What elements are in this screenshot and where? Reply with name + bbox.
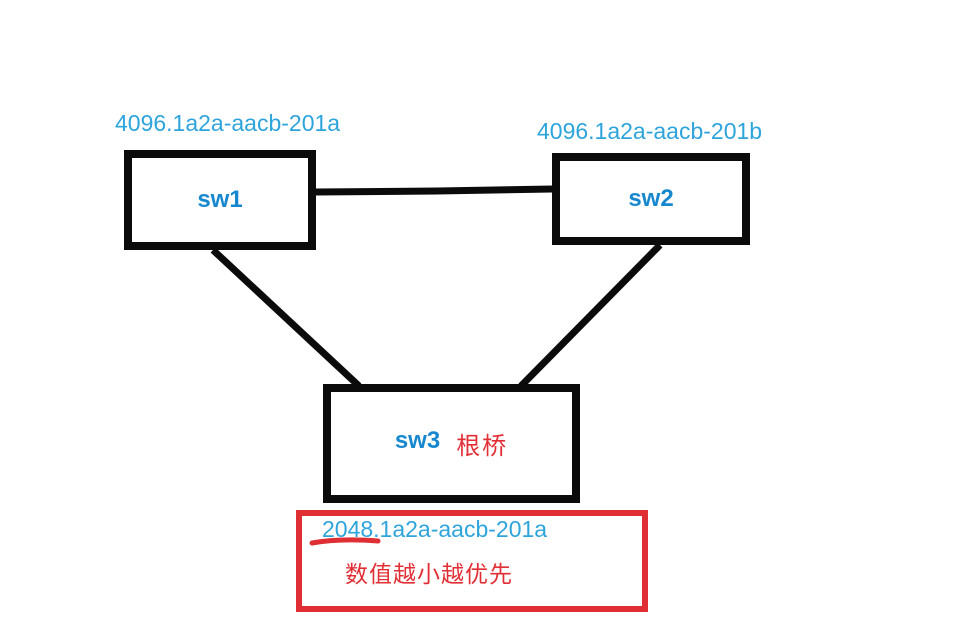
note-box: 2048.1a2a-aacb-201a 数值越小越优先 [296,510,648,612]
node-sw1-label: sw1 [197,186,243,213]
node-sw2-label: sw2 [628,185,674,212]
note-priority-text: 数值越小越优先 [345,561,513,587]
node-sw3: sw3 根桥 [323,384,580,503]
node-sw3-label: sw3 [394,426,441,454]
node-sw2: sw2 [552,153,750,245]
bridge-id-label-sw1: 4096.1a2a-aacb-201a [115,110,341,136]
link-sw1-sw2 [315,185,553,196]
note-bridge-id: 2048.1a2a-aacb-201a [322,516,548,542]
node-sw1: sw1 [124,150,316,250]
root-bridge-annotation: 根桥 [456,432,509,460]
link-sw2-sw3 [518,242,663,389]
bridge-id-label-sw2: 4096.1a2a-aacb-201b [537,118,763,144]
link-sw1-sw3 [210,247,362,389]
